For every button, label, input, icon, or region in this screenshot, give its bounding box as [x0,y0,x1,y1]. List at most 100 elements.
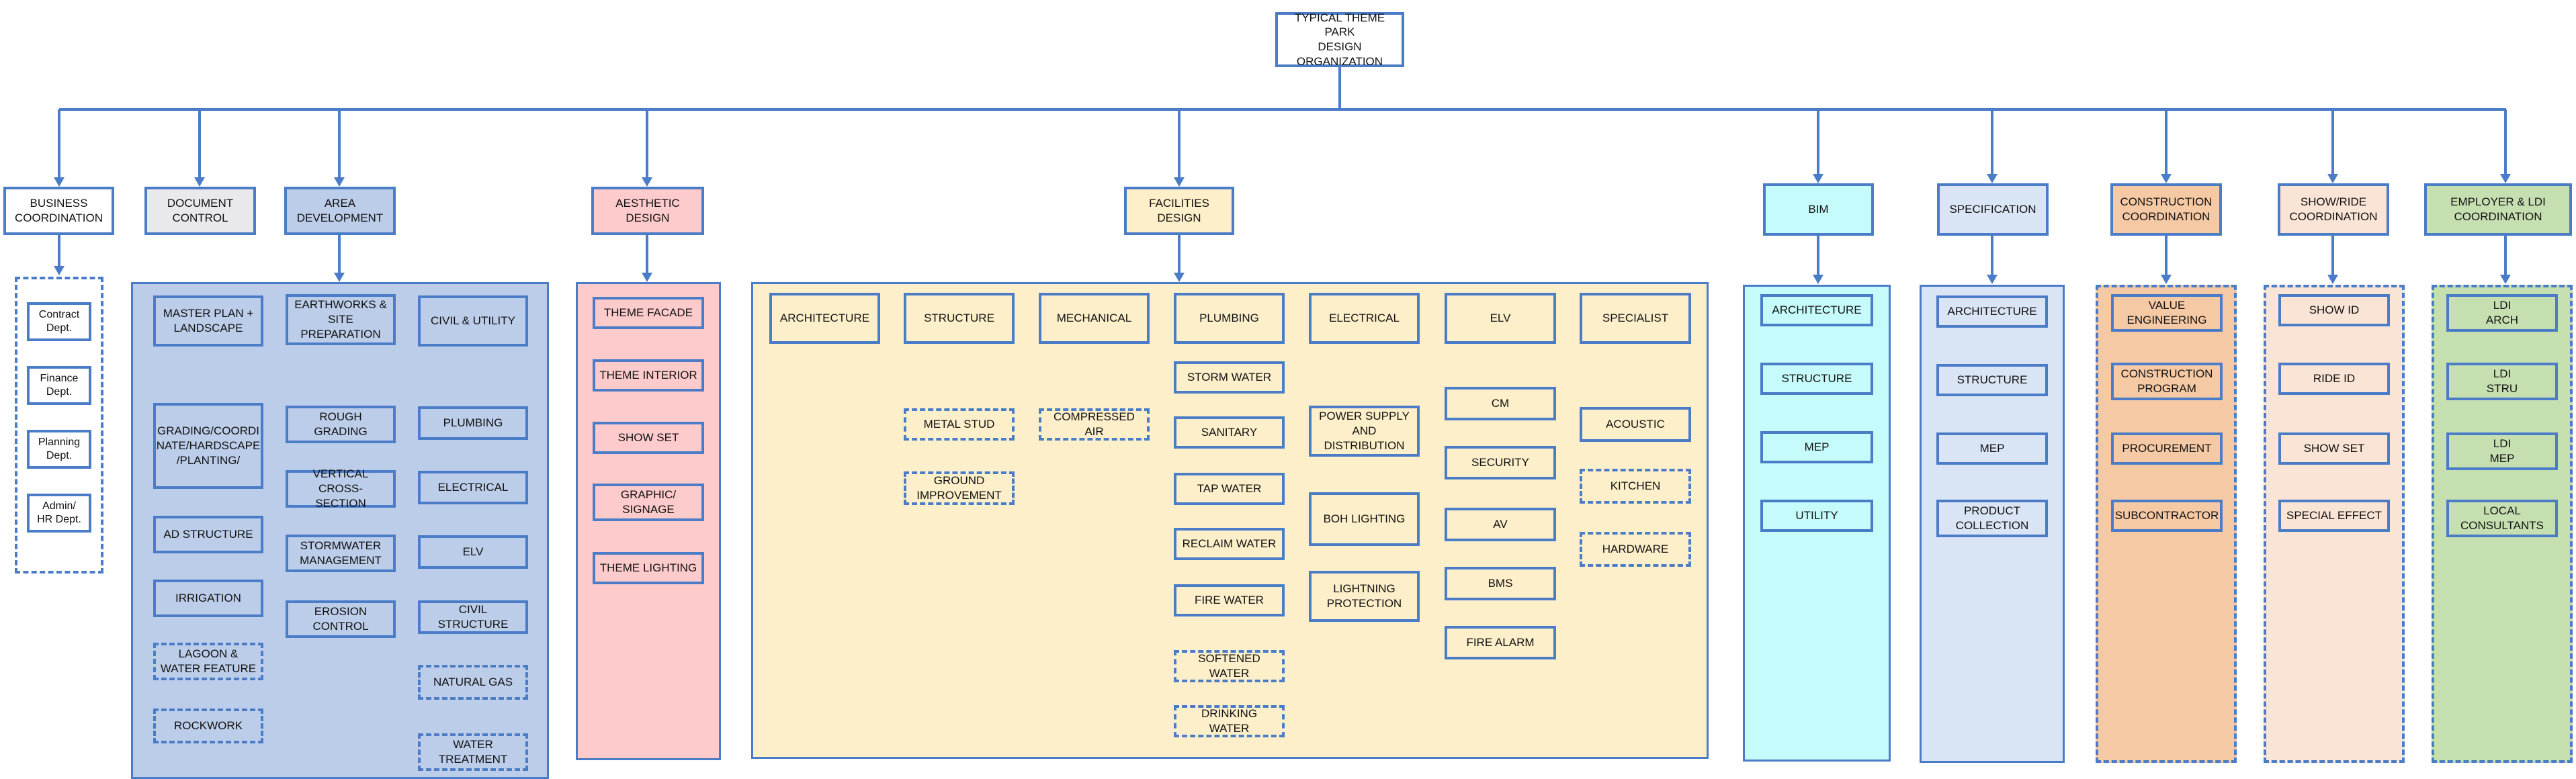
power-supply-and-distribution-box: POWER SUPPLY AND DISTRIBUTION [1309,406,1420,457]
arrow-head [642,177,652,187]
employer-ldi-coordination-header: EMPLOYER & LDI COORDINATION [2424,183,2572,236]
architecture-box: ARCHITECTURE [1760,294,1873,326]
storm-water-box: STORM WATER [1174,361,1285,394]
arrow-head [2161,275,2172,284]
specification-header: SPECIFICATION [1937,183,2049,236]
reclaim-water-box: RECLAIM WATER [1174,528,1285,560]
mechanical-box: MECHANICAL [1039,293,1150,344]
title-box: TYPICAL THEME PARK DESIGN ORGANIZATION [1275,11,1404,68]
architecture-box: ARCHITECTURE [769,293,880,344]
aesthetic-design-header: AESTHETIC DESIGN [591,187,704,235]
ldi-mep-box: LDI MEP [2446,432,2558,470]
show-set-box: SHOW SET [2278,432,2390,465]
grading-coordi-nate-hardscape-planting-box: GRADING/COORDI NATE/HARDSCAPE /PLANTING/ [153,403,263,489]
finance-dept-box: Finance Dept. [27,366,91,405]
arrow-head [334,177,345,187]
civil-utility-box: CIVIL & UTILITY [418,295,528,347]
drinking-water-box: DRINKING WATER [1174,705,1285,737]
ad-structure-box: AD STRUCTURE [153,516,263,553]
arrow-head [2327,174,2338,183]
tap-water-box: TAP WATER [1174,473,1285,505]
av-box: AV [1445,508,1556,541]
utility-box: UTILITY [1760,500,1873,532]
area-development-panel [131,282,549,779]
hardware-box: HARDWARE [1580,532,1691,567]
arrow-head [2161,174,2172,183]
irrigation-box: IRRIGATION [153,580,263,617]
mep-box: MEP [1936,432,2048,465]
theme-interior-box: THEME INTERIOR [593,359,704,392]
bim-header: BIM [1763,183,1874,236]
architecture-box: ARCHITECTURE [1936,295,2048,328]
compressed-air-box: COMPRESSED AIR [1039,408,1150,441]
plumbing-box: PLUMBING [1174,293,1285,344]
admin-hr-dept-box: Admin/ HR Dept. [27,494,91,533]
procurement-box: PROCUREMENT [2111,432,2223,465]
acoustic-box: ACOUSTIC [1580,407,1691,442]
master-plan-landscape-box: MASTER PLAN + LANDSCAPE [153,295,263,347]
arrow-head [642,273,652,282]
arrow-head [1987,275,1998,284]
theme-lighting-box: THEME LIGHTING [593,552,704,584]
facilities-panel [751,282,1709,759]
product-collection-box: PRODUCT COLLECTION [1936,500,2048,537]
area-development-header: AREA DEVELOPMENT [284,187,396,235]
contract-dept-box: Contract Dept. [27,302,91,341]
local-consultants-box: LOCAL CONSULTANTS [2446,500,2558,537]
aesthetic-panel [576,282,721,760]
natural-gas-box: NATURAL GAS [418,665,528,700]
arrow-head [2500,275,2511,284]
plumbing-box: PLUMBING [418,406,528,440]
electrical-box: ELECTRICAL [418,471,528,504]
construction-program-box: CONSTRUCTION PROGRAM [2111,363,2223,400]
facilities-design-header: FACILITIES DESIGN [1124,187,1234,235]
document-control-header: DOCUMENT CONTROL [144,187,256,235]
structure-box: STRUCTURE [1936,364,2048,396]
arrow-head [2327,275,2338,284]
structure-box: STRUCTURE [1760,363,1873,395]
stormwater-management-box: STORMWATER MANAGEMENT [286,535,396,572]
arrow-head [1174,177,1185,187]
erosion-control-box: EROSION CONTROL [286,600,396,638]
planning-dept-box: Planning Dept. [27,430,91,469]
rockwork-box: ROCKWORK [153,708,263,743]
water-treatment-box: WATER TREATMENT [418,733,528,771]
cm-box: CM [1445,387,1556,420]
security-box: SECURITY [1445,446,1556,479]
specialist-box: SPECIALIST [1580,293,1691,344]
arrow-head [54,177,65,187]
arrow-head [1813,174,1823,183]
mep-box: MEP [1760,431,1873,463]
business-coordination-header: BUSINESS COORDINATION [3,187,114,235]
arrow-head [54,266,65,275]
fire-alarm-box: FIRE ALARM [1445,626,1556,659]
ldi-stru-box: LDI STRU [2446,363,2558,400]
theme-facade-box: THEME FACADE [593,297,704,329]
lightning-protection-box: LIGHTNING PROTECTION [1309,571,1420,622]
metal-stud-box: METAL STUD [904,408,1015,441]
arrow-head [2500,174,2511,183]
graphic-signage-box: GRAPHIC/ SIGNAGE [593,484,704,521]
kitchen-box: KITCHEN [1580,469,1691,504]
vertical-cross-section-box: VERTICAL CROSS- SECTION [286,467,396,510]
ground-improvement-box: GROUND IMPROVEMENT [904,471,1015,505]
structure-box: STRUCTURE [904,293,1015,344]
elv-box: ELV [1445,293,1556,344]
arrow-head [334,273,345,282]
value-engineering-box: VALUE ENGINEERING [2111,294,2223,332]
elv-box: ELV [418,535,528,569]
softened-water-box: SOFTENED WATER [1174,650,1285,682]
ldi-arch-box: LDI ARCH [2446,294,2558,332]
boh-lighting-box: BOH LIGHTING [1309,492,1420,546]
construction-coordination-header: CONSTRUCTION COORDINATION [2110,183,2222,236]
electrical-box: ELECTRICAL [1309,293,1420,344]
subcontractor-box: SUBCONTRACTOR [2111,500,2223,532]
show-set-box: SHOW SET [593,422,704,454]
show-ride-coordination-header: SHOW/RIDE COORDINATION [2278,183,2389,236]
arrow-head [194,177,205,187]
arrow-head [1174,273,1185,282]
earthworks-site-preparation-box: EARTHWORKS & SITE PREPARATION [286,294,396,345]
ride-id-box: RIDE ID [2278,363,2390,395]
arrow-head [1813,275,1823,284]
sanitary-box: SANITARY [1174,416,1285,449]
